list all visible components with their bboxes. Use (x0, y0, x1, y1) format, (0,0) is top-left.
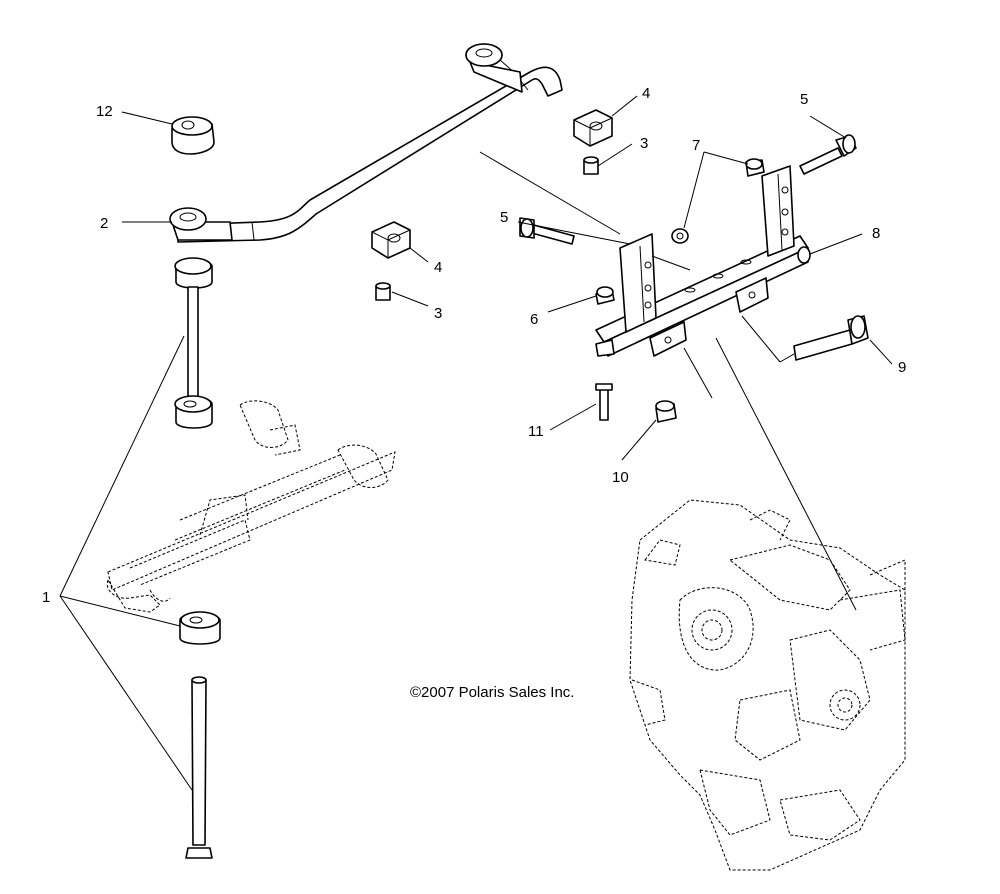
part-3-sleeve-upper (583, 156, 599, 175)
callout-5-right: 5 (800, 91, 808, 108)
callout-12: 12 (96, 103, 113, 120)
callout-1: 1 (42, 589, 50, 606)
part-7-nut (745, 158, 765, 177)
copyright-notice: ©2007 Polaris Sales Inc. (410, 684, 574, 701)
callout-2: 2 (100, 215, 108, 232)
part-10-nut (655, 400, 677, 423)
callout-3-upper: 3 (640, 135, 648, 152)
part-4-clamp-lower (371, 221, 411, 259)
callout-3-lower: 3 (434, 305, 442, 322)
callout-7: 7 (692, 137, 700, 154)
engine-reference (629, 499, 906, 871)
part-11-bolt (595, 383, 613, 421)
callout-labels: 1 2 3 3 4 4 5 5 6 7 8 9 10 11 12 (42, 85, 906, 606)
part-3-sleeve-lower (375, 282, 391, 301)
leader-lines (59, 95, 893, 791)
callout-8: 8 (872, 225, 880, 242)
callout-6: 6 (530, 311, 538, 328)
part-12-bushing (171, 116, 215, 155)
callout-10: 10 (612, 469, 629, 486)
control-arm-reference (106, 400, 396, 613)
callout-9: 9 (898, 359, 906, 376)
part-7-washer (671, 228, 689, 244)
stabilizer-bar (169, 43, 563, 243)
part-8-bracket (595, 165, 811, 357)
callout-4-lower: 4 (434, 259, 442, 276)
part-1-link-assembly (174, 257, 221, 859)
callout-5-left: 5 (500, 209, 508, 226)
callout-11: 11 (528, 423, 544, 440)
part-6-nut (595, 286, 615, 305)
part-4-clamp-upper (573, 109, 613, 147)
part-5-bolt-right (799, 134, 857, 175)
part-9-bolt (793, 315, 869, 361)
callout-4-upper: 4 (642, 85, 650, 102)
